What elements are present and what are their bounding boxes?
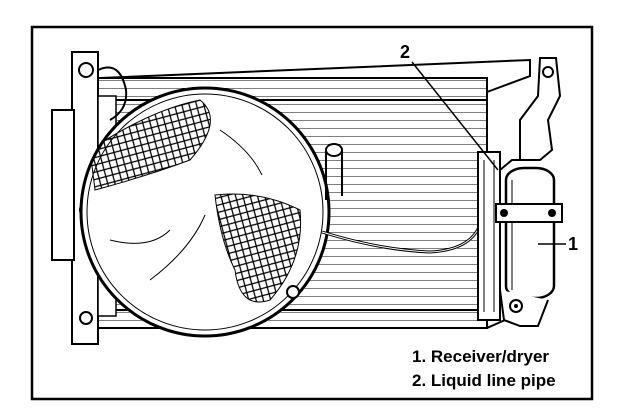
- callout-2: 2: [400, 42, 410, 62]
- legend-item-2: 2. Liquid line pipe: [412, 371, 556, 390]
- receiver-dryer: [495, 166, 563, 327]
- leader-line-2: [411, 61, 499, 171]
- cooling-fan: [79, 86, 331, 338]
- liquid-line-pipe-highlight: [321, 214, 501, 253]
- right-bracket: [477, 57, 562, 321]
- inlet-pipe: [325, 143, 343, 200]
- callout-1: 1: [568, 234, 578, 254]
- legend-item-1: 1. Receiver/dryer: [412, 347, 549, 366]
